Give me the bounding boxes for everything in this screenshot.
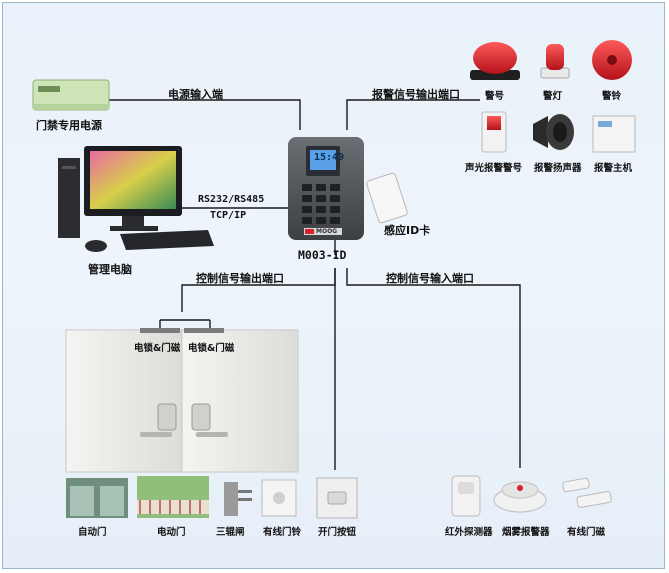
door-contact-label: 有线门磁 xyxy=(567,527,606,538)
controller-screen-text: 15:49 xyxy=(314,152,345,163)
alarm-out-line xyxy=(346,99,480,130)
alarm-output-label: 报警信号输出端口 xyxy=(372,88,460,101)
lock2-label: 电锁&门磁 xyxy=(188,343,235,354)
strobe-label: 声光报警警号 xyxy=(465,163,523,174)
auto-door-label: 自动门 xyxy=(78,527,107,538)
electric-gate-label: 电动门 xyxy=(157,527,186,538)
tcpip-label: TCP/IP xyxy=(210,210,247,221)
smoke-detector-icon xyxy=(493,481,547,513)
double-door-icon xyxy=(65,328,299,473)
id-card-icon xyxy=(366,172,408,224)
bell-icon xyxy=(592,40,632,80)
speaker-icon xyxy=(533,114,574,150)
pir-icon xyxy=(451,475,481,517)
ctrl-output-label: 控制信号输出端口 xyxy=(196,272,284,285)
pc-label: 管理电脑 xyxy=(88,263,132,276)
beacon-icon xyxy=(540,44,570,79)
auto-door-icon xyxy=(66,478,128,518)
id-card-label: 感应ID卡 xyxy=(384,224,431,237)
lock1-label: 电锁&门磁 xyxy=(134,343,181,354)
speaker-label: 报警扬声器 xyxy=(534,163,582,174)
doorbell-label: 有线门铃 xyxy=(263,527,302,538)
strobe-icon xyxy=(481,111,507,153)
ctrl-in-line xyxy=(346,268,521,468)
pir-label: 红外探测器 xyxy=(445,527,493,538)
exit-button-icon xyxy=(316,477,358,519)
doorbell-icon xyxy=(261,479,297,517)
turnstile-label: 三辊闸 xyxy=(216,527,245,538)
turnstile-icon xyxy=(224,482,252,516)
access-controller-icon xyxy=(288,137,364,240)
power-line xyxy=(108,99,301,130)
power-supply-icon xyxy=(32,79,110,111)
bell-label: 警铃 xyxy=(602,91,622,102)
alarm-host-label: 报警主机 xyxy=(594,163,633,174)
alarm-host-icon xyxy=(592,115,636,153)
controller-model: M003-ID xyxy=(298,248,347,262)
siren-label: 警号 xyxy=(485,91,505,102)
beacon-label: 警灯 xyxy=(543,91,563,102)
power-supply-label: 门禁专用电源 xyxy=(36,119,102,132)
ctrl-input-label: 控制信号输入端口 xyxy=(386,272,474,285)
door-contact-icon xyxy=(562,477,612,508)
rs232-label: RS232/RS485 xyxy=(198,194,265,205)
controller-brand: MOOG xyxy=(316,228,338,235)
power-input-label: 电源输入端 xyxy=(168,88,223,101)
smoke-label: 烟雾报警器 xyxy=(502,527,550,538)
computer-icon xyxy=(58,146,214,252)
siren-icon xyxy=(470,42,520,80)
exit-button-label: 开门按钮 xyxy=(318,527,357,538)
electric-gate-icon xyxy=(137,476,209,518)
